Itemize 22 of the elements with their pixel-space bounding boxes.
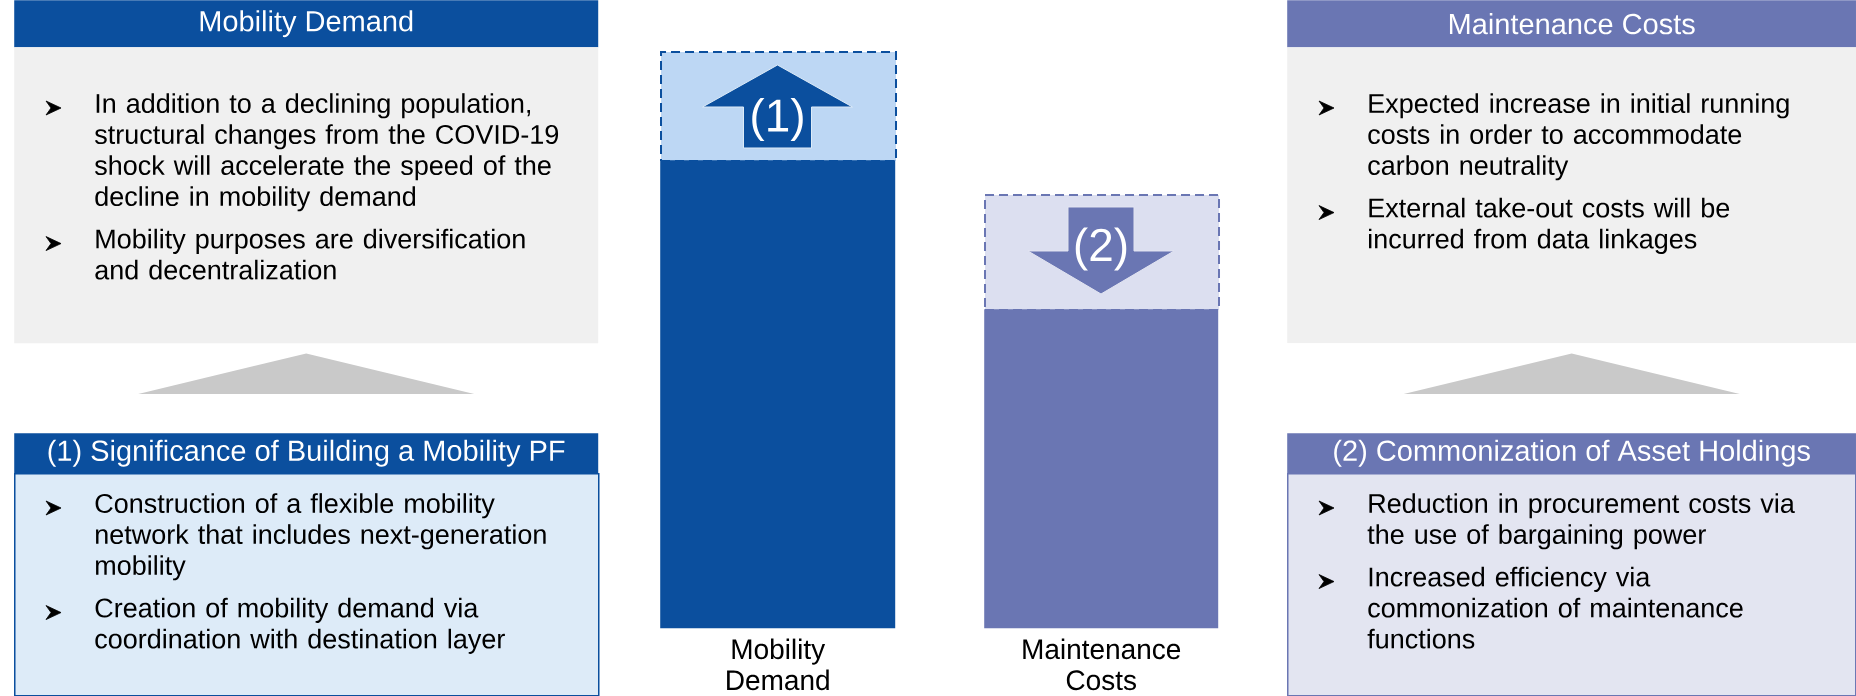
header-bar: (1) Significance of Building a Mobility PF (14, 433, 599, 474)
bar-label: Maintenance Costs (1023, 638, 1181, 691)
text-panel (14, 47, 599, 344)
bullet-text: Expected increase in initial running costs in order to accommodate carbon neutrality (1368, 93, 1789, 181)
bullet-text: Increased efficiency via commonization of maintenance functions (1367, 566, 1743, 649)
header-bar: Maintenance Costs (1287, 0, 1856, 48)
bullet-text: External take-out costs will be incurred from data linkages (1369, 197, 1730, 254)
chevron-arrow (1403, 353, 1740, 394)
bullet-text: Mobility purposes are diversification and decentralization (95, 228, 525, 280)
text-panel (1287, 473, 1856, 696)
header-bar: (2) Commonization of Asset Holdings (1287, 433, 1856, 474)
bullet-text: In addition to a declining population, structural changes from the COVID-19 shock will accelerate the speed of the decline in mobility demand (94, 93, 559, 212)
bullet-text: Creation of mobility demand via coordination with destination layer (95, 597, 505, 654)
bullet-text: Construction of a flexible mobility network that includes next-generation mobility (95, 493, 546, 581)
text-panel (14, 473, 600, 696)
arrow-label: (1) (752, 98, 803, 141)
text-panel (1287, 47, 1856, 344)
bar-label: Mobility Demand (727, 638, 829, 691)
header-bar: Mobility Demand (14, 0, 599, 48)
chevron-arrow (138, 353, 475, 394)
arrow-label: (2) (1075, 227, 1127, 271)
bullet-text: Reduction in procurement costs via the use of bargaining power (1367, 493, 1795, 550)
